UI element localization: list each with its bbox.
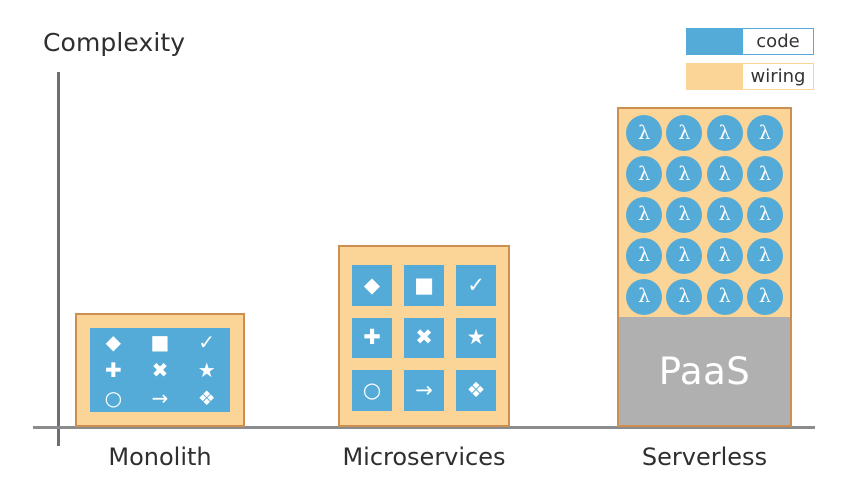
microservice-component-icon: ★: [466, 325, 486, 350]
microservice-component-icon: ✚: [363, 325, 381, 350]
legend-label-wiring: wiring: [750, 66, 806, 87]
lambda-function-icon[interactable]: λ: [666, 237, 703, 274]
monolith-code-block: ◆ ■ ✓ ✚ ✖ ★ ○ → ❖: [90, 328, 230, 412]
microservice-component-icon: ◆: [363, 272, 381, 297]
paas-label: PaaS: [658, 349, 751, 393]
lambda-function-icon[interactable]: λ: [706, 115, 743, 152]
lambda-function-icon[interactable]: λ: [706, 196, 743, 233]
y-axis-title: Complexity: [43, 28, 186, 57]
lambda-function-icon[interactable]: λ: [626, 237, 663, 274]
monolith-component-icon: ✖: [151, 358, 169, 382]
legend-item-wiring[interactable]: wiring: [686, 63, 814, 90]
legend-swatch-code: [686, 28, 742, 55]
microservice-component-icon: →: [415, 378, 433, 403]
lambda-function-icon[interactable]: λ: [666, 156, 703, 193]
microservice-component-icon: ✖: [415, 325, 433, 350]
lambda-function-icon[interactable]: λ: [746, 196, 783, 233]
lambda-function-icon[interactable]: λ: [626, 115, 663, 152]
microservice-tile[interactable]: ★: [456, 317, 496, 359]
microservice-tile[interactable]: ◆: [352, 265, 392, 306]
microservice-tile[interactable]: ○: [352, 370, 392, 411]
lambda-function-icon[interactable]: λ: [706, 237, 743, 274]
y-axis-line: [57, 72, 60, 446]
microservice-tile[interactable]: ✖: [404, 317, 444, 359]
bar-microservices[interactable]: ◆ ■ ✓ ✚ ✖ ★ ○ → ❖: [338, 245, 510, 427]
lambda-function-icon[interactable]: λ: [706, 156, 743, 193]
lambda-function-icon[interactable]: λ: [746, 237, 783, 274]
x-label-monolith: Monolith: [108, 443, 212, 471]
lambda-function-icon[interactable]: λ: [626, 278, 663, 315]
lambda-function-icon[interactable]: λ: [746, 115, 783, 152]
microservice-component-icon: ✓: [467, 272, 485, 297]
lambda-function-icon[interactable]: λ: [626, 156, 663, 193]
x-label-serverless: Serverless: [641, 443, 768, 471]
legend-swatch-wiring: [686, 63, 742, 90]
microservice-component-icon: ❖: [466, 378, 486, 403]
bar-monolith[interactable]: ◆ ■ ✓ ✚ ✖ ★ ○ → ❖: [75, 313, 245, 427]
monolith-component-icon: ★: [197, 358, 216, 382]
microservice-tile[interactable]: ■: [404, 265, 444, 306]
microservice-tile[interactable]: ✓: [456, 265, 496, 306]
paas-platform-block: PaaS: [619, 317, 790, 425]
monolith-component-icon: ■: [150, 330, 170, 354]
x-axis-line: [33, 426, 815, 429]
lambda-function-icon[interactable]: λ: [706, 278, 743, 315]
microservice-tile[interactable]: →: [404, 370, 444, 411]
x-label-microservices: Microservices: [342, 443, 506, 471]
legend: code wiring: [686, 28, 814, 98]
lambda-function-icon[interactable]: λ: [746, 156, 783, 193]
monolith-component-icon: ✓: [198, 330, 216, 354]
monolith-component-icon: →: [151, 386, 169, 410]
microservice-component-icon: ■: [414, 272, 434, 297]
monolith-component-icon: ❖: [197, 386, 216, 410]
legend-label-code: code: [756, 31, 800, 52]
monolith-component-icon: ○: [104, 386, 123, 410]
microservice-tile[interactable]: ❖: [456, 370, 496, 411]
lambda-function-icon[interactable]: λ: [746, 278, 783, 315]
lambda-function-icon[interactable]: λ: [666, 196, 703, 233]
microservice-component-icon: ○: [362, 378, 382, 403]
monolith-component-icon: ✚: [104, 358, 122, 382]
lambda-function-icon[interactable]: λ: [666, 115, 703, 152]
legend-label-wiring-box: wiring: [742, 63, 814, 90]
microservices-tile-grid: ◆ ■ ✓ ✚ ✖ ★ ○ → ❖: [352, 265, 496, 411]
microservice-tile[interactable]: ✚: [352, 317, 392, 359]
legend-label-code-box: code: [742, 28, 814, 55]
lambda-function-icon[interactable]: λ: [666, 278, 703, 315]
monolith-component-icon: ◆: [105, 330, 122, 354]
lambda-function-icon[interactable]: λ: [626, 196, 663, 233]
legend-item-code[interactable]: code: [686, 28, 814, 55]
